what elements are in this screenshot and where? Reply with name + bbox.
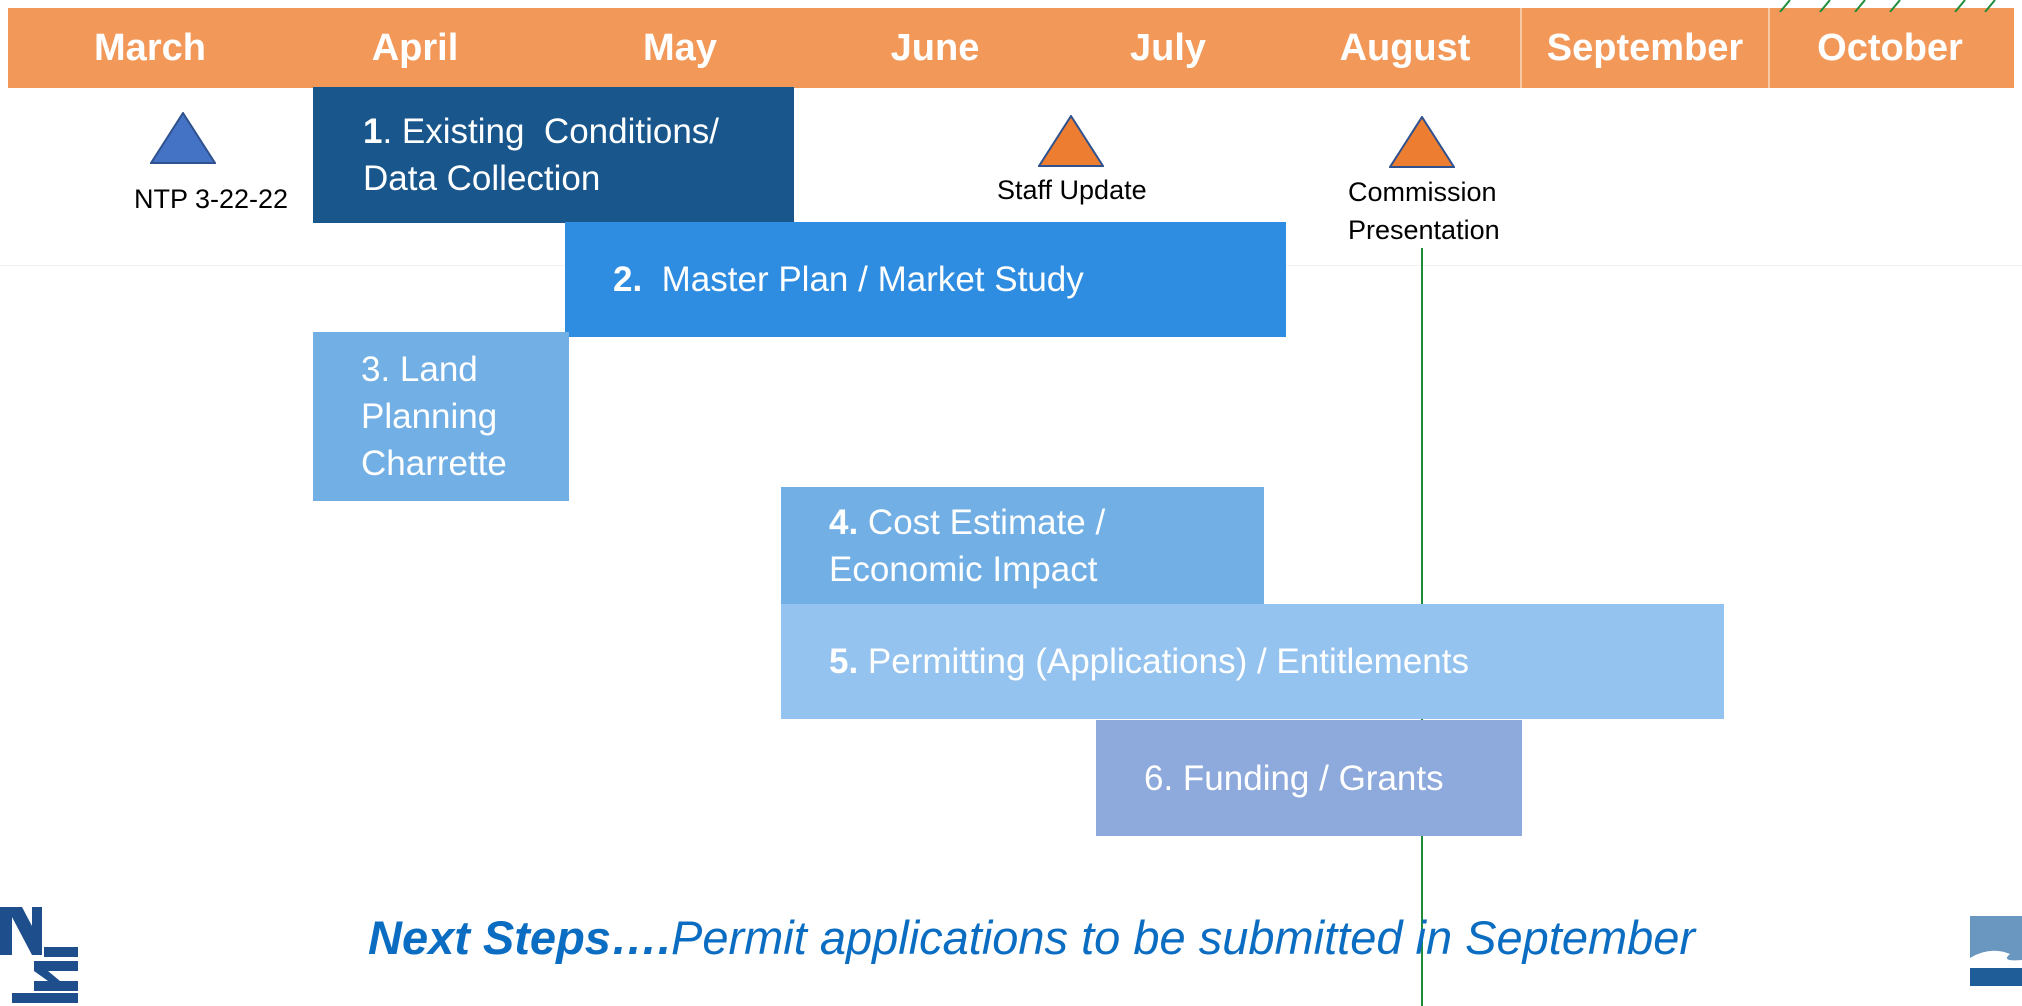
task-5-label: Permitting (Applications) / Entitlements — [858, 642, 1469, 681]
ntp-milestone-label: NTP 3-22-22 — [134, 184, 289, 214]
task-4-line1-text: Cost Estimate / — [858, 502, 1106, 542]
commission-milestone-label: Commission Presentation — [1348, 173, 1500, 249]
month-july: July — [1129, 26, 1207, 69]
commission-label-line2: Presentation — [1348, 215, 1500, 245]
commission-milestone-icon — [1389, 116, 1455, 168]
month-may: May — [643, 26, 717, 69]
commission-label-line1: Commission — [1348, 177, 1497, 207]
staff-update-milestone-label: Staff Update — [997, 175, 1147, 205]
task-4-line2: Economic Impact — [829, 549, 1098, 589]
month-march: March — [94, 26, 206, 69]
task-2-label: Master Plan / Market Study — [642, 260, 1084, 299]
task-2-text: 2. Master Plan / Market Study — [613, 256, 1084, 303]
task-3-land-planning: 3. Land Planning Charrette — [313, 332, 569, 501]
corner-hatch-decoration — [1779, 0, 1996, 12]
task-3-line1: 3. Land — [361, 350, 478, 389]
company-logo-right — [1970, 916, 2022, 986]
task-3-line3: Charrette — [361, 444, 507, 483]
month-september: September — [1546, 26, 1744, 69]
timeline-header — [8, 8, 2014, 88]
header-divider — [1768, 8, 1770, 88]
task-1-line1: 1. Existing Conditions/ — [363, 108, 719, 155]
task-3-text: 3. Land Planning Charrette — [361, 346, 507, 487]
header-divider — [1520, 8, 1522, 88]
task-4-cost-estimate: 4. Cost Estimate / Economic Impact — [781, 487, 1264, 604]
task-4-number: 4. — [829, 502, 859, 542]
task-1-existing-conditions: 1. Existing Conditions/ Data Collection — [313, 87, 794, 223]
next-steps-footer: Next Steps….Permit applications to be su… — [368, 910, 1695, 965]
task-4-text: 4. Cost Estimate / Economic Impact — [829, 499, 1105, 593]
task-2-number: 2. — [613, 260, 643, 299]
task-6-label: 6. Funding / Grants — [1144, 758, 1444, 798]
task-5-permitting: 5. Permitting (Applications) / Entitleme… — [781, 604, 1724, 719]
task-5-text: 5. Permitting (Applications) / Entitleme… — [829, 638, 1469, 685]
task-1-text: 1. Existing Conditions/ Data Collection — [363, 108, 719, 202]
task-1-line2: Data Collection — [363, 159, 601, 198]
staff-update-milestone-icon — [1038, 115, 1104, 167]
task-2-master-plan: 2. Master Plan / Market Study — [565, 222, 1286, 337]
company-logo-left — [0, 907, 78, 1003]
next-steps-bold: Next Steps…. — [368, 911, 671, 964]
task-5-number: 5. — [829, 642, 859, 681]
next-steps-text: Permit applications to be submitted in S… — [670, 911, 1696, 964]
task-1-line1-text: . Existing Conditions/ — [382, 112, 720, 151]
task-3-line2: Planning — [361, 397, 498, 436]
ntp-milestone-icon — [150, 112, 216, 164]
task-1-number: 1 — [363, 112, 383, 151]
month-october: October — [1817, 26, 1963, 69]
month-august: August — [1339, 26, 1471, 69]
task-6-funding: 6. Funding / Grants — [1096, 720, 1522, 836]
month-april: April — [371, 26, 459, 69]
task-4-line1: 4. Cost Estimate / — [829, 499, 1105, 546]
month-june: June — [890, 26, 980, 69]
